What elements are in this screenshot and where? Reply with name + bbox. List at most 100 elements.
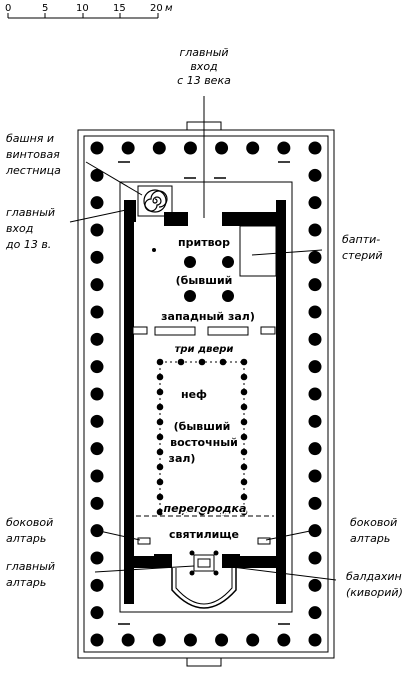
peristyle-column bbox=[308, 606, 322, 620]
peristyle-column bbox=[90, 305, 104, 319]
peristyle-column bbox=[152, 633, 166, 647]
svg-text:бапти-: бапти- bbox=[342, 233, 380, 246]
peristyle-column bbox=[308, 414, 322, 428]
peristyle-column bbox=[90, 360, 104, 374]
peristyle-column bbox=[90, 250, 104, 264]
peristyle-column bbox=[121, 633, 135, 647]
nave-column bbox=[156, 448, 164, 456]
peristyle-column bbox=[183, 633, 197, 647]
svg-text:балдахин: балдахин bbox=[346, 570, 402, 583]
nave-column bbox=[240, 493, 248, 501]
scale-unit: м bbox=[165, 3, 173, 14]
peristyle-column bbox=[90, 332, 104, 346]
front-wall-left bbox=[124, 200, 136, 222]
peristyle-column bbox=[215, 141, 229, 155]
nave-column bbox=[240, 478, 248, 486]
rear-wall-left bbox=[124, 568, 134, 604]
cella bbox=[119, 181, 293, 613]
cella-wall-left bbox=[124, 200, 134, 570]
label-nave: неф (бывший восточный зал) bbox=[169, 388, 238, 465]
peristyle-column bbox=[90, 606, 104, 620]
label-tower: башня и винтовая лестница bbox=[5, 132, 61, 177]
front-wall-right bbox=[222, 212, 284, 226]
sanctuary-wall-right bbox=[236, 556, 286, 568]
svg-text:(бывший: (бывший bbox=[174, 420, 231, 433]
svg-text:с 13 века: с 13 века bbox=[177, 74, 231, 87]
nave-column bbox=[240, 433, 248, 441]
peristyle-column bbox=[152, 141, 166, 155]
label-main-altar: главный алтарь bbox=[6, 560, 55, 589]
peristyle-column bbox=[183, 141, 197, 155]
svg-text:главный: главный bbox=[179, 46, 228, 59]
narthex-columns bbox=[152, 248, 234, 302]
main-altar-shape bbox=[189, 550, 219, 576]
peristyle-column bbox=[90, 469, 104, 483]
peristyle-column bbox=[308, 496, 322, 510]
label-narthex: притвор (бывший западный зал) bbox=[160, 235, 257, 325]
leader-lines bbox=[69, 96, 337, 581]
nave-column bbox=[156, 433, 164, 441]
svg-text:вход: вход bbox=[6, 222, 33, 235]
label-three-doors: три двери bbox=[175, 344, 234, 355]
peristyle-column bbox=[90, 278, 104, 292]
peristyle-column bbox=[90, 414, 104, 428]
peristyle-column bbox=[90, 223, 104, 237]
nave-colonnade bbox=[156, 358, 248, 516]
nave-column bbox=[156, 373, 164, 381]
label-main-entrance-13c: главный вход с 13 века bbox=[177, 46, 231, 87]
peristyle-column bbox=[308, 168, 322, 182]
peristyle-column bbox=[90, 141, 104, 155]
side-altar-left-shape bbox=[137, 537, 151, 545]
nave-column bbox=[156, 403, 164, 411]
nave-column bbox=[156, 388, 164, 396]
peristyle-column bbox=[277, 633, 291, 647]
nave-column bbox=[219, 358, 227, 366]
tower-box bbox=[137, 185, 173, 217]
nave-column bbox=[240, 373, 248, 381]
nave-column bbox=[240, 403, 248, 411]
peristyle-colonnade bbox=[90, 141, 322, 647]
altar-block-left bbox=[154, 554, 172, 568]
scale-tick-label: 20 bbox=[150, 3, 163, 14]
nave-column bbox=[177, 508, 185, 516]
nave-column bbox=[156, 493, 164, 501]
peristyle-column bbox=[277, 141, 291, 155]
peristyle-column bbox=[308, 469, 322, 483]
nave-column bbox=[198, 508, 206, 516]
nave-column bbox=[240, 388, 248, 396]
svg-text:до 13 в.: до 13 в. bbox=[5, 238, 51, 251]
svg-text:притвор: притвор bbox=[178, 236, 230, 249]
label-side-altar-left: боковой алтарь bbox=[6, 516, 53, 545]
entrance-markers bbox=[118, 161, 290, 625]
nave-column bbox=[240, 463, 248, 471]
peristyle-column bbox=[308, 360, 322, 374]
peristyle-column bbox=[121, 141, 135, 155]
svg-text:западный зал): западный зал) bbox=[161, 310, 255, 323]
peristyle-column bbox=[308, 141, 322, 155]
svg-text:неф: неф bbox=[181, 388, 207, 401]
spiral-staircase bbox=[143, 189, 168, 213]
peristyle-column bbox=[90, 578, 104, 592]
svg-text:восточный: восточный bbox=[170, 436, 238, 449]
nave-column bbox=[240, 508, 248, 516]
front-wall-mid bbox=[164, 212, 188, 226]
peristyle-column bbox=[308, 196, 322, 210]
peristyle-column bbox=[308, 250, 322, 264]
scale-tick-label: 5 bbox=[42, 3, 48, 14]
nave-column bbox=[240, 448, 248, 456]
cella-wall-right bbox=[276, 200, 286, 570]
nave-column bbox=[219, 508, 227, 516]
scale-tick-label: 0 bbox=[5, 3, 11, 14]
peristyle-column bbox=[90, 168, 104, 182]
peristyle-column bbox=[308, 305, 322, 319]
peristyle-column bbox=[308, 442, 322, 456]
scale-bar: 0 5 10 15 20 м bbox=[5, 3, 173, 19]
svg-text:боковой: боковой bbox=[350, 516, 397, 529]
peristyle-column bbox=[90, 551, 104, 565]
svg-text:башня и: башня и bbox=[6, 132, 54, 145]
label-main-entrance-pre13: главный вход до 13 в. bbox=[5, 206, 55, 251]
side-altar-right-shape bbox=[257, 537, 271, 545]
altar-block-right bbox=[222, 554, 240, 568]
scale-tick-label: 10 bbox=[76, 3, 89, 14]
